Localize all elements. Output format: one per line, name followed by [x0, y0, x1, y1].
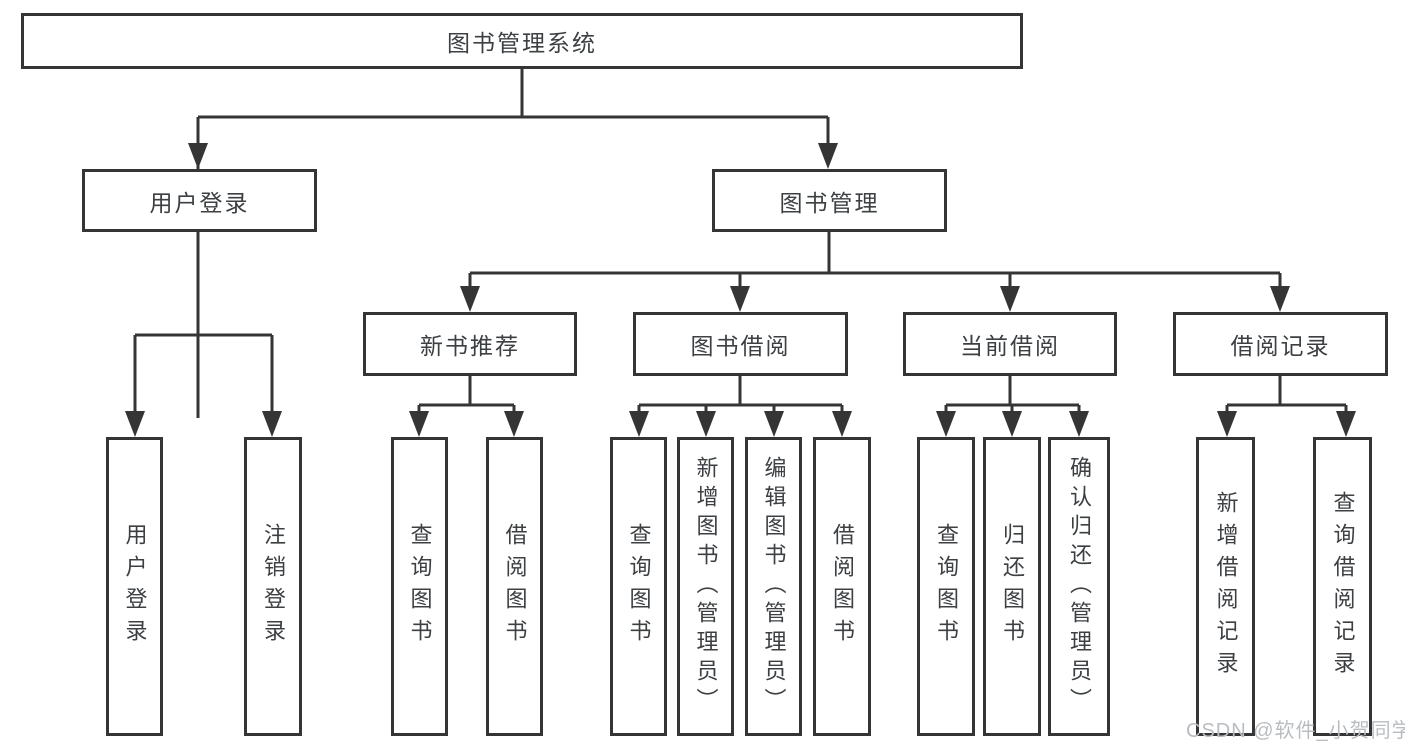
- node-label: 确认归还（管理员）: [1067, 456, 1092, 717]
- node-leaf-borrow-books-2: 借阅图书: [813, 437, 871, 736]
- node-leaf-query-books-3: 查询图书: [917, 437, 975, 736]
- node-leaf-add-borrow-record: 新增借阅记录: [1196, 437, 1255, 736]
- node-book-management-branch: 图书管理: [712, 169, 947, 232]
- node-leaf-borrow-books-1: 借阅图书: [486, 437, 543, 736]
- node-borrowing-records: 借阅记录: [1173, 312, 1388, 376]
- node-current-borrowing: 当前借阅: [903, 312, 1117, 376]
- node-leaf-confirm-return-admin: 确认归还（管理员）: [1048, 437, 1110, 736]
- node-label: 查询图书: [626, 522, 652, 651]
- csdn-watermark: CSDN @软件_小贺同学: [1186, 720, 1405, 742]
- node-label: 新增图书（管理员）: [693, 456, 719, 717]
- node-label: 用户登录: [149, 189, 250, 216]
- node-library-management-system: 图书管理系统: [21, 13, 1023, 69]
- node-new-book-recommendation: 新书推荐: [363, 312, 577, 376]
- node-book-borrowing: 图书借阅: [633, 312, 848, 376]
- node-label: 编辑图书（管理员）: [761, 456, 787, 717]
- node-leaf-query-borrow-record: 查询借阅记录: [1313, 437, 1372, 736]
- node-label: 注销登录: [261, 522, 286, 651]
- node-label: 新书推荐: [420, 333, 520, 359]
- node-user-login-branch: 用户登录: [82, 169, 317, 232]
- node-label: 新增借阅记录: [1213, 490, 1239, 683]
- node-label: 图书管理: [779, 189, 880, 216]
- node-leaf-logout: 注销登录: [244, 437, 302, 736]
- node-label: 当前借阅: [960, 333, 1060, 359]
- node-label: 借阅图书: [830, 522, 855, 651]
- node-leaf-add-books-admin: 新增图书（管理员）: [677, 437, 734, 736]
- node-label: 查询借阅记录: [1330, 490, 1356, 683]
- node-label: 借阅记录: [1230, 333, 1331, 359]
- node-leaf-user-login: 用户登录: [106, 437, 163, 736]
- node-label: 归还图书: [1000, 522, 1025, 651]
- node-leaf-return-books: 归还图书: [983, 437, 1041, 736]
- node-label: 用户登录: [122, 522, 148, 651]
- node-leaf-query-books-2: 查询图书: [610, 437, 667, 736]
- node-leaf-edit-books-admin: 编辑图书（管理员）: [745, 437, 802, 736]
- node-label: 图书管理系统: [447, 30, 597, 56]
- node-label: 图书借阅: [690, 333, 791, 359]
- node-label: 查询图书: [934, 522, 959, 651]
- node-label: 查询图书: [407, 522, 433, 651]
- node-label: 借阅图书: [502, 522, 528, 651]
- node-leaf-query-books-1: 查询图书: [391, 437, 448, 736]
